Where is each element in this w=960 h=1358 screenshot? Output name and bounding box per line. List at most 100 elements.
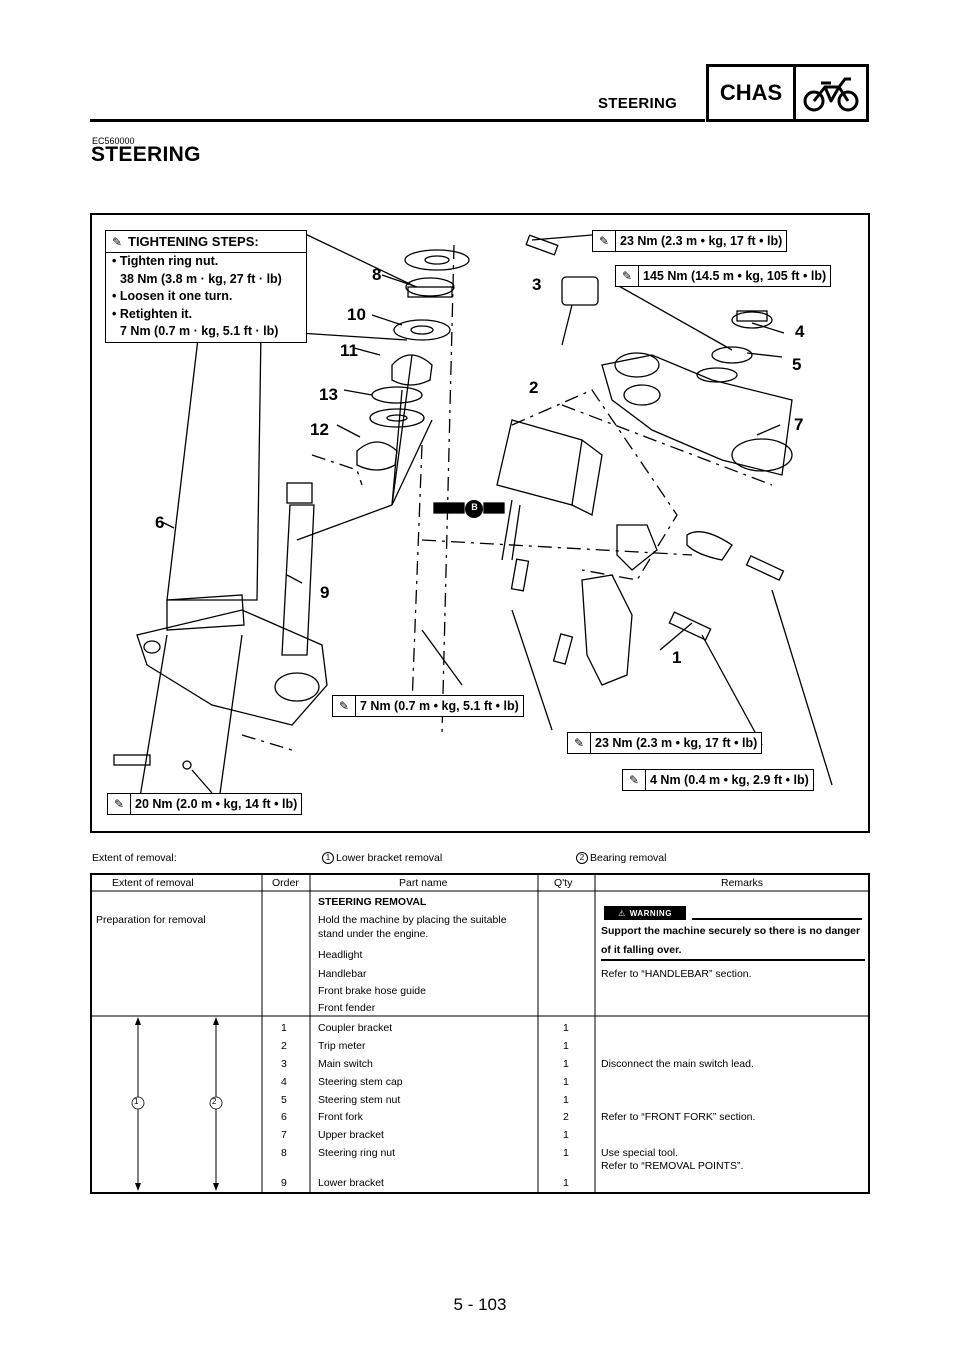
page-title: STEERING — [91, 143, 201, 166]
chapter-tag: CHAS — [706, 64, 869, 122]
callout-7: 7 — [794, 415, 804, 434]
torque-wrench-icon: ✎ — [623, 770, 646, 790]
row-order: 3 — [281, 1058, 287, 1070]
torque-wrench-icon: ✎ — [568, 733, 591, 753]
callout-2: 2 — [529, 378, 539, 397]
row-qty: 1 — [563, 1076, 569, 1088]
diagram-drawing — [113, 230, 833, 816]
row-qty: 1 — [563, 1022, 569, 1034]
row-part: Trip meter — [318, 1040, 366, 1052]
chapter-tag-label: CHAS — [709, 67, 796, 119]
prep-part: Front brake hose guide — [318, 985, 426, 997]
torque-wrench-icon: ✎ — [333, 696, 356, 716]
callout-10: 10 — [347, 305, 366, 324]
tightening-steps-title: TIGHTENING STEPS: — [128, 234, 259, 249]
warning-triangle-icon: ⚠ — [618, 908, 626, 918]
torque-spec: ✎23 Nm (2.3 m • kg, 17 ft • lb) — [592, 230, 788, 252]
row-order: 2 — [281, 1040, 287, 1052]
torque-spec: ✎23 Nm (2.3 m • kg, 17 ft • lb) — [567, 732, 763, 754]
exploded-diagram: ✎ TIGHTENING STEPS: • Tighten ring nut. … — [90, 213, 870, 833]
callout-5: 5 — [792, 355, 802, 374]
row-qty: 2 — [563, 1111, 569, 1123]
callout-9: 9 — [320, 583, 330, 602]
prep-remarks: Refer to “HANDLEBAR” section. — [601, 968, 752, 980]
extent-label: Extent of removal: — [92, 852, 177, 864]
torque-wrench-icon: ✎ — [108, 794, 131, 814]
warning-rule — [692, 918, 862, 920]
row-qty: 1 — [563, 1147, 569, 1159]
step-line: • Loosen it one turn. — [112, 289, 233, 303]
circled-number: 2 — [576, 852, 588, 865]
doc-code: EC560000 — [92, 136, 135, 146]
callout-4: 4 — [795, 322, 805, 341]
table-grid — [92, 875, 868, 1192]
row-qty: 1 — [563, 1058, 569, 1070]
row-order: 5 — [281, 1094, 287, 1106]
torque-wrench-icon: ✎ — [593, 231, 616, 251]
warning-badge: ⚠WARNING — [604, 906, 686, 920]
header-qty: Q'ty — [554, 877, 573, 889]
motorcycle-icon — [796, 67, 866, 119]
step-line: • Tighten ring nut. — [112, 254, 219, 268]
row-part: Main switch — [318, 1058, 373, 1070]
range-label: 2 — [212, 1097, 217, 1106]
row-qty: 1 — [563, 1177, 569, 1189]
header-order: Order — [272, 877, 299, 889]
row-order: 4 — [281, 1076, 287, 1088]
prep-part: Headlight — [318, 949, 363, 961]
section-title: STEERING — [598, 95, 678, 112]
callout-12: 12 — [310, 420, 329, 439]
row-part: Upper bracket — [318, 1129, 384, 1141]
callout-6: 6 — [155, 513, 165, 532]
row-part: Steering stem cap — [318, 1076, 403, 1088]
callout-1: 1 — [672, 648, 682, 667]
row-qty: 1 — [563, 1040, 569, 1052]
prep-part: Handlebar — [318, 968, 367, 980]
step-line: 38 Nm (3.8 m · kg, 27 ft · lb) — [120, 271, 282, 286]
row-order: 8 — [281, 1147, 287, 1159]
row-qty: 1 — [563, 1129, 569, 1141]
header-extent: Extent of removal — [112, 877, 194, 889]
warning-rule — [601, 959, 865, 961]
row-part: Front fork — [318, 1111, 363, 1123]
prep-part: stand under the engine. — [318, 928, 429, 940]
tightening-steps-box: ✎ TIGHTENING STEPS: • Tighten ring nut. … — [105, 230, 307, 343]
grease-symbol-label: B — [471, 502, 478, 512]
torque-wrench-icon: ✎ — [616, 266, 639, 286]
callout-13: 13 — [319, 385, 338, 404]
warning-text: Support the machine securely so there is… — [601, 925, 861, 956]
row-remarks: Refer to “REMOVAL POINTS”. — [601, 1160, 744, 1172]
header-part-name: Part name — [399, 877, 448, 889]
row-remarks: Refer to “FRONT FORK” section. — [601, 1111, 756, 1123]
row-part: Lower bracket — [318, 1177, 384, 1189]
prep-extent: Preparation for removal — [96, 914, 206, 926]
torque-wrench-icon: ✎ — [111, 234, 123, 249]
row-part: Steering ring nut — [318, 1147, 396, 1159]
callout-8: 8 — [372, 265, 382, 284]
row-order: 9 — [281, 1177, 287, 1189]
row-part: Coupler bracket — [318, 1022, 393, 1034]
row-order: 6 — [281, 1111, 287, 1123]
prep-heading: STEERING REMOVAL — [318, 896, 427, 908]
page-number: 5 - 103 — [453, 1295, 507, 1314]
row-part: Steering stem nut — [318, 1094, 401, 1106]
row-order: 1 — [281, 1022, 287, 1034]
header-rule — [90, 119, 705, 122]
removal-table: Extent of removal Order Part name Q'ty R… — [90, 873, 870, 1194]
torque-spec: ✎4 Nm (0.4 m • kg, 2.9 ft • lb) — [622, 769, 814, 791]
row-remarks: Use special tool. — [601, 1147, 679, 1159]
row-qty: 1 — [563, 1094, 569, 1106]
range-label: 1 — [134, 1097, 139, 1106]
torque-spec: ✎7 Nm (0.7 m • kg, 5.1 ft • lb) — [332, 695, 524, 717]
row-order: 7 — [281, 1129, 287, 1141]
step-line: 7 Nm (0.7 m · kg, 5.1 ft · lb) — [120, 324, 279, 338]
step-line: • Retighten it. — [112, 306, 193, 321]
torque-spec: ✎20 Nm (2.0 m • kg, 14 ft • lb) — [107, 793, 303, 815]
prep-part: Front fender — [318, 1002, 376, 1014]
callout-3: 3 — [532, 275, 542, 294]
prep-part: Hold the machine by placing the suitable — [318, 914, 507, 926]
callout-11: 11 — [340, 341, 358, 360]
circled-number: 1 — [322, 852, 334, 865]
